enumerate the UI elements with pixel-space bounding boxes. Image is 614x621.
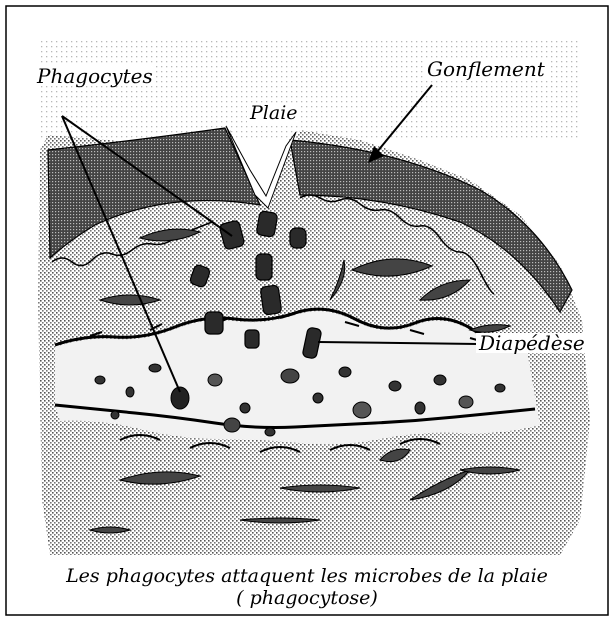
speckle-background [40,40,580,140]
label-phagocytes: Phagocytes [34,66,156,86]
label-plaie: Plaie [247,104,301,123]
caption-line-2: ( phagocytose) [20,588,594,610]
figure-caption: Les phagocytes attaquent les microbes de… [20,566,594,610]
label-gonflement: Gonflement [424,59,548,79]
label-diapedese: Diapédèse [476,333,588,353]
caption-line-1: Les phagocytes attaquent les microbes de… [20,566,594,588]
